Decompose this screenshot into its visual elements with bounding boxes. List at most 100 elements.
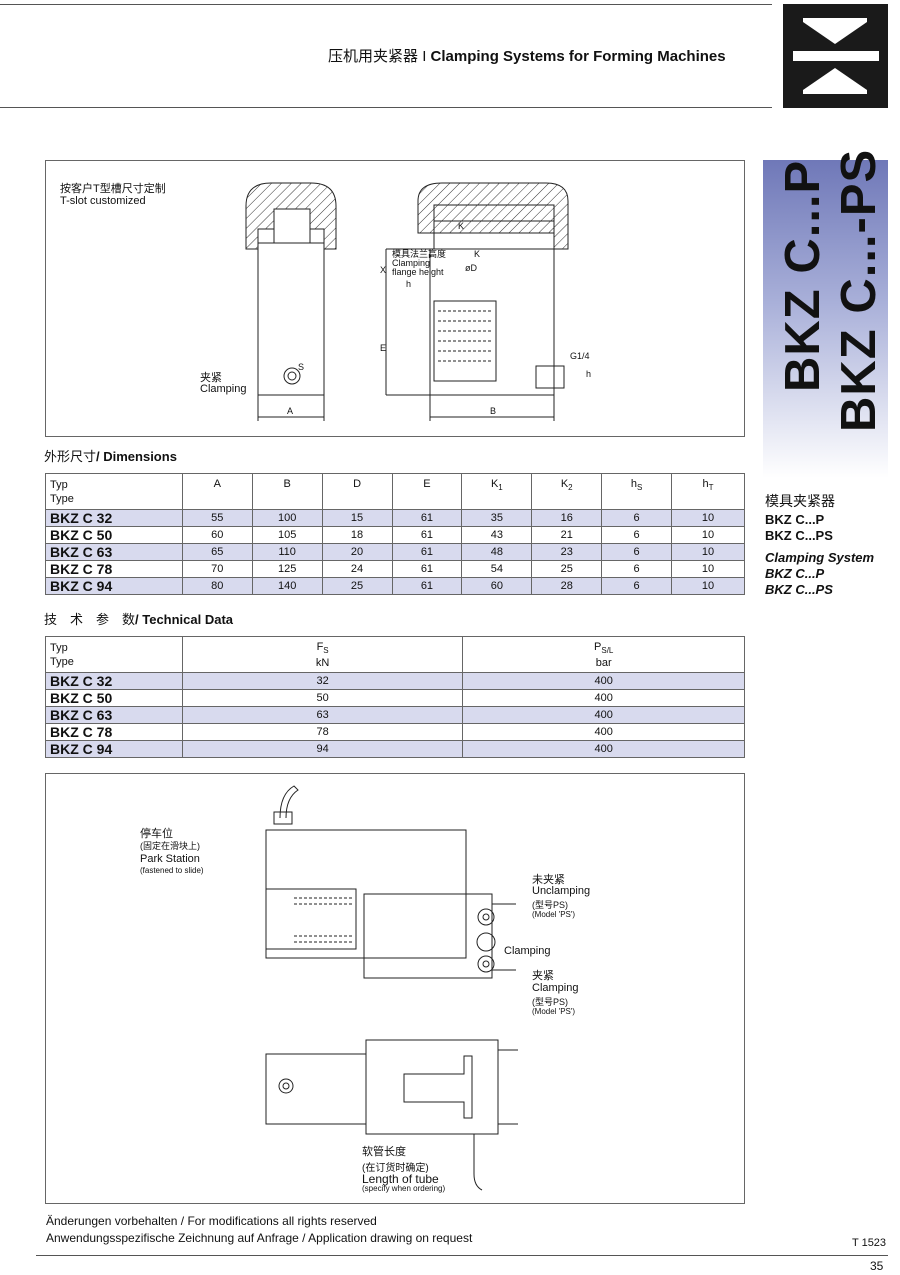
row-value-cell: 35 — [461, 509, 533, 527]
row-ps-value: 400 — [462, 740, 745, 758]
dimensions-header-cell: K1 — [461, 473, 533, 510]
row-value-cell: 105 — [251, 526, 323, 544]
side-system-model-1: BKZ C...P — [765, 566, 825, 581]
header-col-subscript: T — [708, 483, 714, 493]
row-value-cell: 70 — [181, 560, 253, 578]
clamp-bolt-s — [283, 367, 301, 385]
tube-length-cn-note: (在订货时确定) — [362, 1163, 429, 1174]
row-value-cell: 125 — [251, 560, 323, 578]
dim-ht-label: h — [586, 369, 592, 379]
dimensions-header-cell: hT — [671, 473, 745, 510]
tslot-top-view — [403, 1055, 473, 1119]
tube-length-cn: 软管长度 — [362, 1146, 406, 1158]
clamping-mid-label: Clamping — [504, 945, 551, 957]
header-typ: Typ — [50, 479, 68, 491]
row-ps-value: 400 — [462, 706, 745, 724]
dimensions-header-cell: A — [181, 473, 253, 510]
technical-title-en: / Technical Data — [135, 612, 234, 627]
row-fs-value: 78 — [181, 723, 464, 741]
header-fs-label: F — [316, 641, 324, 653]
tslot-section-right — [417, 182, 569, 250]
unclamping-cn: 未夹紧 — [532, 874, 565, 886]
side-vertical-title-2: BKZ C...-PS — [832, 148, 886, 432]
unclamping-en-note: (Model 'PS') — [532, 910, 576, 919]
header-col-label: D — [353, 478, 362, 490]
footer-note-1: Änderungen vorbehalten / For modificatio… — [46, 1214, 377, 1228]
tube-length-en: Length of tube — [362, 1172, 439, 1186]
hydraulic-port — [535, 365, 565, 389]
page-header-title: 压机用夹紧器 I Clamping Systems for Forming Ma… — [328, 45, 728, 66]
side-system-label: Clamping System — [765, 550, 875, 565]
dim-k2-label: K — [474, 249, 481, 259]
clamping-label-cn: 夹紧 — [200, 372, 222, 384]
row-value-cell: 21 — [531, 526, 603, 544]
unclamping-en: Unclamping — [532, 885, 591, 897]
clamping-cn-note: (型号PS) — [532, 997, 569, 1007]
header-type: Type — [50, 493, 74, 505]
tslot-neck — [273, 208, 311, 244]
dimensions-header-cell: hS — [601, 473, 673, 510]
row-ps-value: 400 — [462, 672, 745, 690]
row-value-cell: 10 — [671, 560, 745, 578]
header-ps-unit: bar — [595, 657, 612, 670]
row-type-name: BKZ C 94 — [45, 577, 183, 595]
row-value-cell: 15 — [321, 509, 393, 527]
row-ps-value: 400 — [462, 689, 745, 707]
row-type-name: BKZ C 32 — [45, 672, 183, 690]
row-value-cell: 140 — [251, 577, 323, 595]
row-value-cell: 18 — [321, 526, 393, 544]
header-title-en: Clamping Systems for Forming Machines — [430, 48, 726, 65]
row-fs-value: 63 — [181, 706, 464, 724]
product-side-tab: BKZ C...P BKZ C...-PS — [763, 149, 888, 478]
row-value-cell: 100 — [251, 509, 323, 527]
flange-label-en-2: flange height — [392, 267, 444, 277]
row-fs-value: 94 — [181, 740, 464, 758]
header-col-subscript: 2 — [568, 483, 573, 493]
row-value-cell: 24 — [321, 560, 393, 578]
row-ps-value: 400 — [462, 723, 745, 741]
clamping-en-note: (Model 'PS') — [532, 1007, 576, 1016]
row-type-name: BKZ C 78 — [45, 560, 183, 578]
header-fs-subscript: S — [323, 646, 329, 656]
row-type-name: BKZ C 78 — [45, 723, 183, 741]
spring-housing — [433, 300, 497, 382]
dimensions-header-cell: K2 — [531, 473, 603, 510]
dim-x-label: X — [380, 265, 387, 275]
page-number: 35 — [870, 1259, 884, 1273]
side-model-1: BKZ C...P — [765, 512, 825, 527]
tslot-section-left — [245, 182, 337, 250]
park-station-en-note: (fastened to slide) — [140, 866, 204, 875]
clamp-indicator — [476, 932, 496, 952]
row-type-name: BKZ C 32 — [45, 509, 183, 527]
flange-label-cn: 模具法兰高度 — [392, 249, 447, 259]
side-vertical-title-1: BKZ C...P — [776, 159, 830, 392]
row-value-cell: 10 — [671, 577, 745, 595]
dim-d-label: øD — [465, 263, 477, 273]
header-col-label: A — [213, 478, 221, 490]
header-col-subscript: 1 — [498, 483, 503, 493]
header-col-label: B — [283, 478, 291, 490]
dim-k1-label: K — [458, 221, 465, 231]
technical-title-cn: 技 术 参 数 — [44, 612, 136, 627]
row-value-cell: 60 — [461, 577, 533, 595]
row-fs-value: 32 — [181, 672, 464, 690]
row-value-cell: 6 — [601, 560, 673, 578]
installation-drawing: 停车位 (固定在滑块上) Park Station (fastened to s… — [45, 773, 745, 1204]
hose-fitting — [273, 811, 293, 825]
clamp-body-front-view — [429, 248, 555, 396]
company-logo — [783, 4, 888, 108]
logo-bottom-arrow — [803, 68, 867, 94]
park-station-cn-note: (固定在滑块上) — [140, 841, 200, 851]
row-value-cell: 60 — [181, 526, 253, 544]
side-system-model-2: BKZ C...PS — [765, 582, 833, 597]
header-title-cn: 压机用夹紧器 — [328, 48, 419, 65]
